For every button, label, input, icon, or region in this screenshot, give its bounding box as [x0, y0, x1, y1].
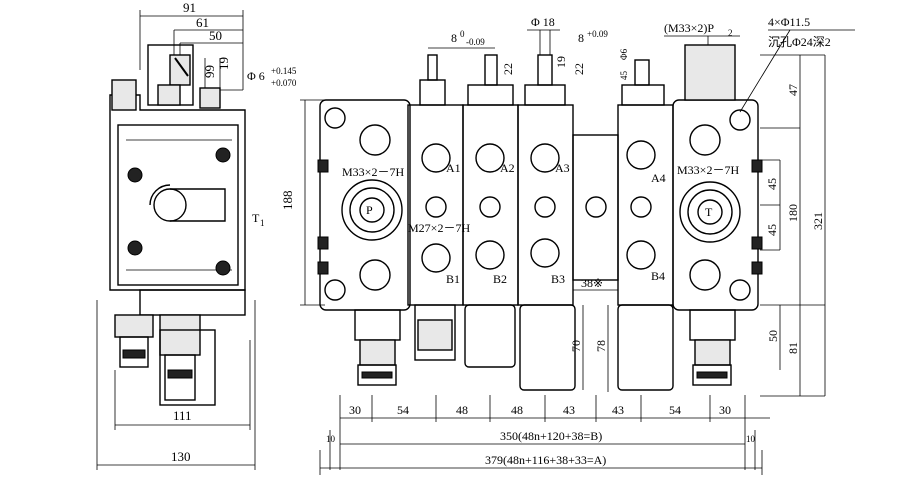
port-p: P — [366, 203, 373, 217]
port-t1-label: T — [252, 211, 260, 225]
port-b4: B4 — [651, 269, 665, 283]
dim-180: 180 — [786, 204, 800, 222]
total-length-a: 379(48n+116+38+33=A) — [485, 453, 606, 467]
dim-phi6: Φ6 — [619, 48, 629, 60]
offset-left: 10 — [326, 434, 336, 444]
dim-81: 81 — [786, 342, 800, 354]
pin-diameter: Φ 6 — [247, 69, 265, 83]
seg-43-b: 43 — [612, 403, 624, 417]
port-a4: A4 — [651, 171, 666, 185]
dim-50: 50 — [209, 28, 222, 43]
seg-54-right: 54 — [669, 403, 681, 417]
seg-54-left: 54 — [397, 403, 409, 417]
dim-188: 188 — [280, 191, 295, 211]
seg-30-left: 30 — [349, 403, 361, 417]
pitch-note: 38※ — [581, 276, 603, 290]
dim-47: 47 — [786, 84, 800, 96]
dim-45a: 45 — [765, 178, 779, 190]
spool-tol-a: 0 — [460, 29, 465, 39]
dim-19-front: 19 — [554, 56, 568, 68]
dim-321: 321 — [811, 212, 825, 230]
dim-22a: 22 — [501, 63, 515, 75]
port-t1-sub: 1 — [260, 218, 265, 228]
work-port-thread: M27×2－7H — [408, 221, 470, 235]
dim-22b: 22 — [572, 63, 586, 75]
seg-30-right: 30 — [719, 403, 731, 417]
spool-width: 8 — [451, 31, 457, 45]
spool-diameter: Φ 18 — [531, 15, 555, 29]
dim-78: 78 — [594, 340, 608, 352]
dim-70: 70 — [569, 340, 583, 352]
dim-50: 50 — [766, 330, 780, 342]
mount-holes: 4×Φ11.5 — [768, 15, 810, 29]
port-a2: A2 — [500, 161, 515, 175]
dim-19: 19 — [216, 57, 231, 70]
pin-tol-upper: +0.145 — [271, 66, 297, 76]
pin-tol-lower: +0.070 — [271, 78, 297, 88]
spool-tol-b: -0.09 — [466, 37, 485, 47]
dim-99: 99 — [202, 65, 217, 78]
port-t: T — [705, 205, 713, 219]
seg-43-a: 43 — [563, 403, 575, 417]
spool-width-2: 8 — [578, 31, 584, 45]
spool-tol-2: +0.09 — [587, 29, 608, 39]
offset-right: 10 — [746, 434, 756, 444]
dim-91: 91 — [183, 0, 196, 15]
dim-111: 111 — [173, 408, 192, 423]
port-b1: B1 — [446, 272, 460, 286]
port-a1: A1 — [446, 161, 461, 175]
front-view: 188 P M33×2－7H A1 A2 A3 A4 — [280, 15, 855, 475]
port-b2: B2 — [493, 272, 507, 286]
dim-130: 130 — [171, 449, 191, 464]
port-a3: A3 — [555, 161, 570, 175]
port-b3: B3 — [551, 272, 565, 286]
dim-61: 61 — [196, 15, 209, 30]
dim-45-top: 45 — [619, 71, 629, 81]
port-t-thread: M33×2－7H — [677, 163, 739, 177]
port-p2-thread: (M33×2)P — [664, 21, 714, 35]
counterbore: 沉孔Φ24深2 — [768, 35, 831, 49]
side-view: 91 61 50 99 19 Φ 6 +0.145 +0.070 — [96, 0, 297, 470]
total-length-b: 350(48n+120+38=B) — [500, 429, 602, 443]
seg-48-a: 48 — [456, 403, 468, 417]
port-p-thread: M33×2－7H — [342, 165, 404, 179]
port-p2-sub: 2 — [728, 28, 733, 38]
seg-48-b: 48 — [511, 403, 523, 417]
dim-45b: 45 — [765, 224, 779, 236]
